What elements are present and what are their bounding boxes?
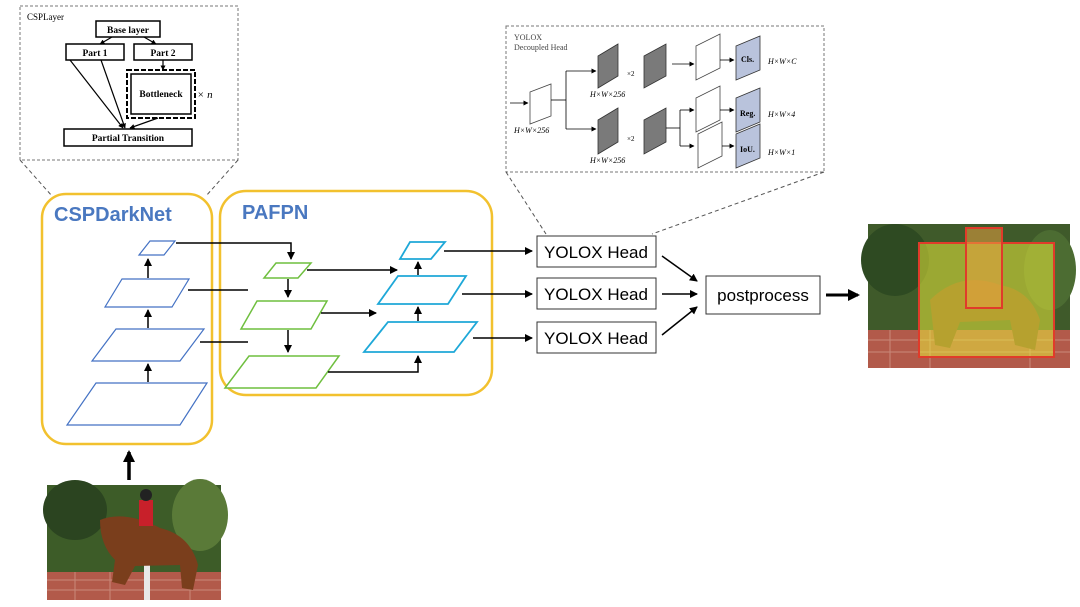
- feature-block: [695, 85, 721, 133]
- iou-block: [735, 123, 761, 169]
- bottleneck-box: [130, 73, 192, 115]
- yolox-head-label: YOLOX Head: [544, 285, 648, 304]
- backbone-group: CSPDarkNet: [40, 192, 214, 446]
- iou-dim-label: H×W×1: [767, 148, 795, 157]
- zoom-line: [651, 171, 825, 235]
- cls-block: [735, 35, 761, 81]
- reg-block: [735, 87, 761, 133]
- part1-label: Part 1: [82, 49, 107, 59]
- cls-dim-label: H×W×C: [767, 57, 797, 66]
- csp-arrow: [129, 117, 159, 129]
- feature-block: [695, 33, 721, 81]
- zoom-line: [19, 159, 53, 197]
- fuse-arrow: [328, 355, 422, 373]
- csp-arrow: [69, 59, 124, 129]
- bottom-dim-label: H×W×256: [589, 156, 625, 165]
- yolox-head-label: YOLOX Head: [544, 329, 648, 348]
- top-dim-label: H×W×256: [589, 90, 625, 99]
- backbone-level-3: [90, 328, 206, 362]
- partial-transition-label: Partial Transition: [92, 134, 165, 144]
- backbone-frame: [40, 192, 214, 446]
- pafpn-out-p4: [376, 275, 468, 305]
- postprocess-box: [705, 275, 821, 315]
- rider-bbox: [965, 227, 1003, 309]
- pafpn-title: PAFPN: [242, 202, 308, 224]
- x2-top-label: ×2: [627, 70, 635, 78]
- conv-block: [597, 43, 619, 89]
- decoupled-head-title-2: Decoupled Head: [514, 43, 568, 52]
- conv-block: [597, 107, 619, 155]
- input-pole: [144, 540, 150, 600]
- postprocess-label: postprocess: [717, 286, 809, 305]
- pafpn-topdown-p3: [223, 355, 341, 389]
- cls-label: Cls.: [741, 55, 754, 64]
- csp-arrow: [99, 36, 113, 45]
- heads-group: YOLOX Head YOLOX Head YOLOX Head postpro…: [536, 235, 860, 354]
- conv-block: [643, 43, 667, 89]
- pafpn-frame: [218, 189, 494, 397]
- pafpn-group: PAFPN: [176, 189, 533, 397]
- feature-block: [697, 121, 723, 169]
- lateral-arrow: [176, 242, 295, 260]
- yolox-head-label: YOLOX Head: [544, 243, 648, 262]
- backbone-level-2: [65, 382, 209, 426]
- backbone-level-4: [103, 278, 191, 308]
- iou-label: IoU.: [740, 145, 755, 154]
- csp-arrow: [143, 36, 157, 45]
- base-layer-label: Base layer: [107, 26, 150, 36]
- part1-box: [65, 43, 125, 61]
- yolox-head-box: [536, 235, 657, 268]
- pafpn-out-p5: [398, 241, 447, 260]
- decoupled-head-inset: YOLOX Decoupled Head H×W×256 ×2 H×W×256 …: [505, 25, 825, 173]
- times-n-label: × n: [197, 89, 213, 101]
- csp-arrow: [100, 59, 126, 129]
- partial-transition-box: [63, 128, 193, 147]
- input-dim-label: H×W×256: [513, 126, 549, 135]
- pafpn-out-p3: [362, 321, 479, 353]
- decoupled-head-title-1: YOLOX: [514, 33, 542, 42]
- output-image: [861, 224, 1076, 368]
- input-image: [43, 479, 228, 600]
- csplayer-title: CSPLayer: [27, 12, 64, 22]
- reg-dim-label: H×W×4: [767, 110, 795, 119]
- csplayer-inset: CSPLayer Base layer Part 1 Part 2 Bottle…: [19, 5, 239, 161]
- pafpn-topdown-p4: [239, 300, 329, 330]
- pafpn-topdown-p5: [262, 262, 313, 279]
- backbone-title: CSPDarkNet: [54, 204, 172, 226]
- feature-block: [529, 83, 552, 125]
- x2-bottom-label: ×2: [627, 135, 635, 143]
- to-postprocess-arrow: [661, 306, 698, 336]
- yolox-head-box: [536, 277, 657, 310]
- zoom-line: [505, 171, 547, 235]
- input-rider: [139, 500, 153, 526]
- bottleneck-label: Bottleneck: [139, 90, 183, 100]
- yolox-head-box: [536, 321, 657, 354]
- base-layer-box: [95, 20, 161, 38]
- part2-label: Part 2: [150, 49, 175, 59]
- input-horse: [100, 516, 198, 590]
- conv-block: [643, 107, 667, 155]
- to-postprocess-arrow: [661, 255, 698, 282]
- backbone-level-5: [137, 240, 177, 256]
- reg-label: Reg.: [740, 109, 755, 118]
- zoom-line: [205, 159, 239, 197]
